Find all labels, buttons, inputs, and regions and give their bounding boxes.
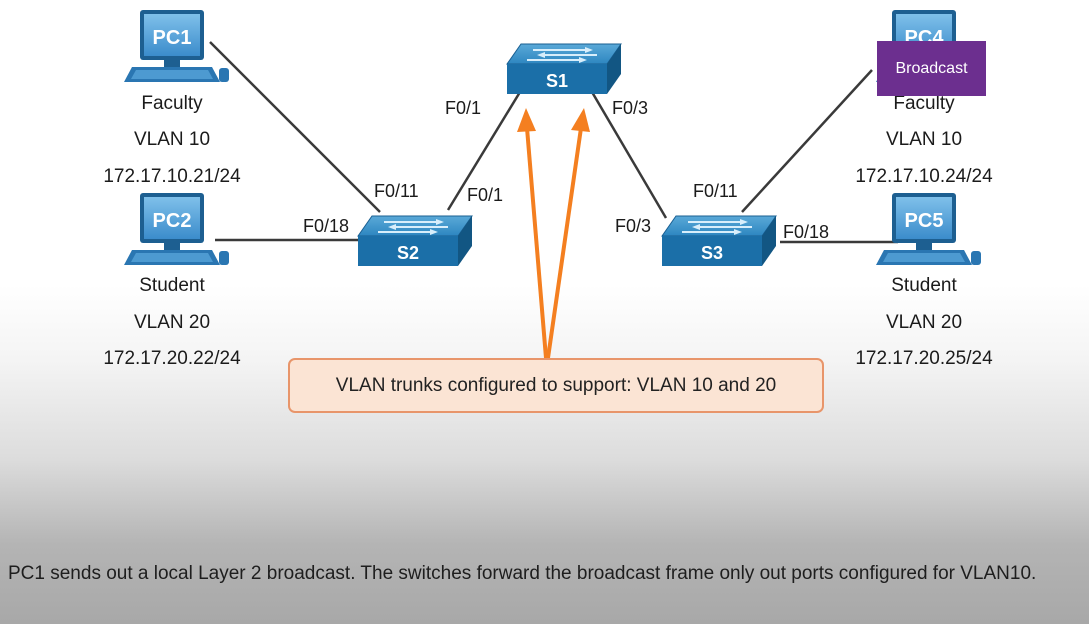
port-label-s3-f0-18: F0/18	[783, 222, 830, 242]
trunk-arrows	[517, 108, 590, 359]
pc2-ip-label: 172.17.20.22/24	[103, 348, 241, 369]
svg-text:PC1: PC1	[153, 27, 192, 49]
port-label-s3-f0-3: F0/3	[615, 216, 652, 236]
port-label-s1-f0-1: F0/1	[445, 98, 482, 118]
pc4-group-label: Faculty	[893, 93, 955, 114]
svg-text:S2: S2	[397, 243, 419, 263]
pc2-vlan-label: VLAN 20	[133, 312, 211, 333]
port-label-s2-f0-1: F0/1	[467, 185, 504, 205]
broadcast-badge: Broadcast	[877, 41, 986, 96]
link-pc1-s2	[209, 41, 381, 213]
svg-text:PC5: PC5	[905, 210, 944, 232]
pc5-icon[interactable]: PC5	[876, 193, 981, 265]
link-s2-s1	[446, 91, 522, 211]
pc4-ip-label: 172.17.10.24/24	[855, 166, 993, 187]
pc2-icon[interactable]: PC2	[124, 193, 229, 265]
trunk-arrow-left	[525, 127, 548, 359]
svg-text:S1: S1	[546, 71, 568, 91]
switch-s1-icon[interactable]: S1	[506, 43, 622, 95]
svg-text:PC2: PC2	[153, 210, 192, 232]
port-label-s1-f0-3: F0/3	[612, 98, 649, 118]
pc5-vlan-label: VLAN 20	[885, 312, 963, 333]
pc1-ip-label: 172.17.10.21/24	[103, 166, 241, 187]
trunk-arrowhead-left	[517, 108, 536, 132]
pc4-vlan-label: VLAN 10	[885, 129, 963, 150]
port-label-s3-f0-11: F0/11	[693, 181, 738, 201]
link-pc4-s3	[741, 69, 873, 213]
pc1-icon[interactable]: PC1	[124, 10, 229, 82]
pc1-vlan-label: VLAN 10	[133, 129, 211, 150]
port-label-s2-f0-11: F0/11	[374, 181, 419, 201]
trunk-callout: VLAN trunks configured to support: VLAN …	[288, 358, 824, 413]
link-s1-s3	[590, 91, 668, 219]
port-label-s2-f0-18: F0/18	[303, 216, 350, 236]
pc2-group-label: Student	[139, 275, 205, 296]
pc5-ip-label: 172.17.20.25/24	[855, 348, 993, 369]
switch-s3-icon[interactable]: S3	[661, 215, 777, 267]
caption-text: PC1 sends out a local Layer 2 broadcast.…	[8, 563, 1037, 584]
pc1-group-label: Faculty	[141, 93, 203, 114]
trunk-arrow-right	[546, 127, 583, 359]
svg-text:S3: S3	[701, 243, 723, 263]
switch-s2-icon[interactable]: S2	[357, 215, 473, 267]
pc5-group-label: Student	[891, 275, 957, 296]
trunk-arrowhead-right	[571, 108, 590, 132]
